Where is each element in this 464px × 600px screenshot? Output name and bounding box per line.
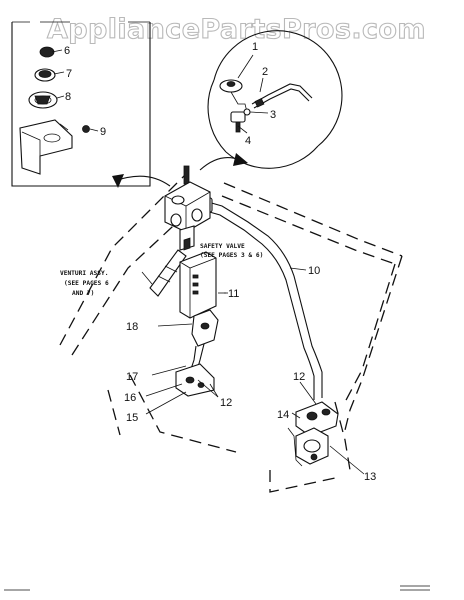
burner-bracket bbox=[145, 309, 219, 415]
venturi-note-line3: AND 7) bbox=[72, 290, 94, 297]
lower-burner bbox=[287, 381, 365, 475]
annotations: SAFETY VALVE (SEE PAGES 3 & 6) VENTURI A… bbox=[60, 243, 263, 297]
callout-4: 4 bbox=[245, 135, 251, 147]
footer-marks bbox=[4, 585, 430, 591]
inset-left bbox=[11, 21, 151, 187]
cabinet-outline bbox=[59, 174, 403, 493]
callout-15: 15 bbox=[126, 412, 138, 424]
safety-valve-note-line2: (SEE PAGES 3 & 6) bbox=[200, 252, 263, 259]
safety-valve bbox=[164, 165, 211, 251]
gas-tube bbox=[197, 197, 323, 400]
callout-9: 9 bbox=[100, 126, 106, 138]
venturi-note-line2: (SEE PAGES 6 bbox=[64, 280, 109, 287]
safety-valve-note-line1: SAFETY VALVE bbox=[200, 243, 245, 250]
callout-16: 16 bbox=[124, 392, 136, 404]
callout-6: 6 bbox=[64, 45, 70, 57]
callout-11: 11 bbox=[228, 288, 239, 300]
venturi-assembly bbox=[141, 249, 187, 297]
control-unit bbox=[179, 251, 228, 319]
inset-right bbox=[207, 30, 343, 169]
callout-17: 17 bbox=[126, 371, 138, 383]
callout-2: 2 bbox=[262, 66, 268, 78]
callout-3: 3 bbox=[270, 109, 276, 121]
callout-8: 8 bbox=[65, 91, 71, 103]
callout-1: 1 bbox=[252, 41, 258, 53]
leaders bbox=[224, 267, 307, 294]
callout-13: 13 bbox=[364, 471, 376, 483]
callouts: 1 2 3 4 6 7 8 9 10 11 18 17 16 15 12 12 … bbox=[64, 41, 376, 483]
watermark: AppliancePartsPros.com bbox=[47, 14, 426, 45]
callout-18: 18 bbox=[126, 321, 138, 333]
arrows bbox=[112, 153, 248, 188]
callout-14: 14 bbox=[277, 409, 289, 421]
callout-12-left: 12 bbox=[220, 397, 232, 409]
callout-10: 10 bbox=[308, 265, 320, 277]
callout-12-right: 12 bbox=[293, 371, 305, 383]
callout-7: 7 bbox=[66, 68, 72, 80]
venturi-note-line1: VENTURI ASSY. bbox=[60, 270, 108, 277]
